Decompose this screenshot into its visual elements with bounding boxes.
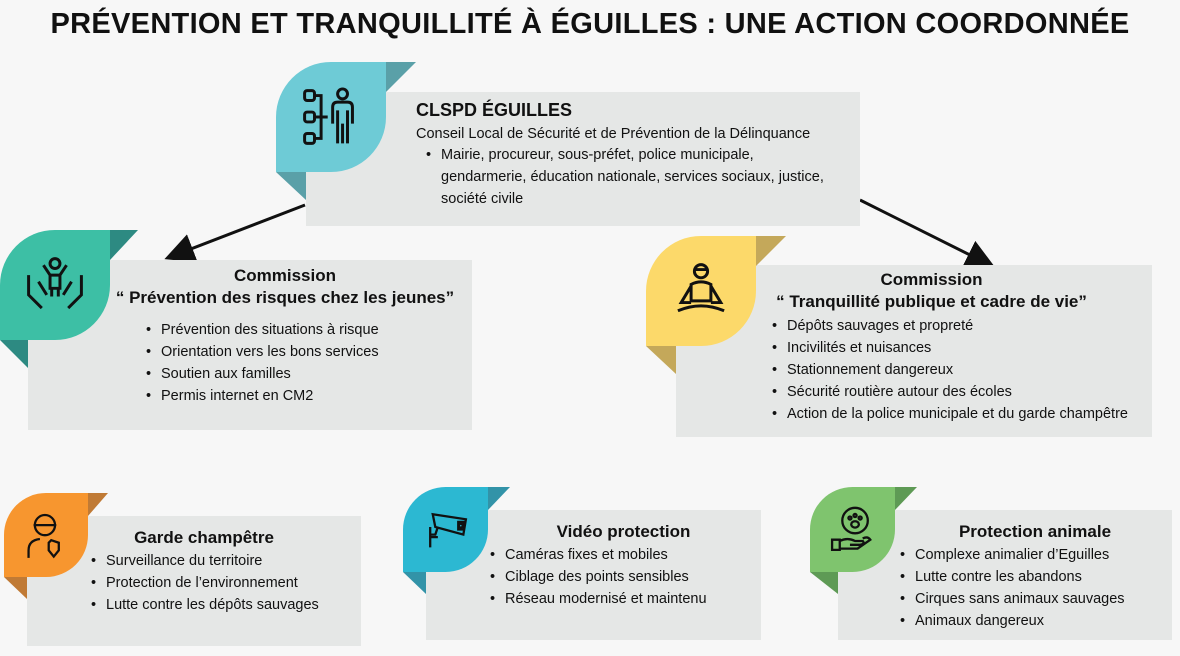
list-item: Cirques sans animaux sauvages — [900, 588, 1172, 610]
child-hands-icon — [0, 230, 110, 340]
clspd-title: CLSPD ÉGUILLES — [416, 100, 573, 120]
list-item: Prévention des situations à risque — [146, 319, 472, 341]
list-item: Ciblage des points sensibles — [490, 566, 761, 588]
list-item: Lutte contre les dépôts sauvages — [91, 594, 361, 616]
fold-top — [88, 493, 108, 516]
list-item: Incivilités et nuisances — [772, 337, 1152, 359]
fold-top — [110, 230, 138, 260]
jeunes-title: Commission — [233, 266, 337, 285]
camera-icon — [403, 487, 488, 572]
fold-bottom — [4, 577, 27, 599]
page-title: PRÉVENTION ET TRANQUILLITÉ À ÉGUILLES : … — [50, 8, 1130, 40]
fold-top — [895, 487, 917, 510]
garde-title: Garde champêtre — [134, 528, 274, 547]
list-item: Animaux dangereux — [900, 610, 1172, 632]
fold-bottom — [403, 572, 426, 594]
fold-bottom — [0, 340, 28, 368]
organization-person-icon — [276, 62, 386, 172]
list-item: Surveillance du territoire — [91, 550, 361, 572]
fold-top — [488, 487, 510, 510]
list-item: Soutien aux familles — [146, 363, 472, 385]
list-item: Stationnement dangereux — [772, 359, 1152, 381]
fold-bottom — [646, 346, 676, 374]
clspd-card: CLSPD ÉGUILLES Conseil Local de Sécurité… — [306, 92, 860, 226]
clspd-subtitle: Conseil Local de Sécurité et de Préventi… — [416, 126, 811, 142]
list-item: Permis internet en CM2 — [146, 385, 472, 407]
arrow-to-tranquillite — [859, 198, 996, 268]
fold-top — [386, 62, 416, 92]
fold-bottom — [810, 572, 838, 594]
tranquillite-subtitle: “ Tranquillité publique et cadre de vie” — [776, 292, 1087, 311]
paw-hand-icon — [810, 487, 895, 572]
list-item: Protection de l’environnement — [91, 572, 361, 594]
list-item: Complexe animalier d’Eguilles — [900, 544, 1172, 566]
fold-bottom — [276, 172, 306, 200]
arrow-to-jeunes — [164, 203, 306, 263]
list-item: Réseau modernisé et maintenu — [490, 588, 761, 610]
list-item: Sécurité routière autour des écoles — [772, 381, 1152, 403]
list-item: Lutte contre les abandons — [900, 566, 1172, 588]
tranquillite-title: Commission — [880, 270, 983, 289]
list-item: Action de la police municipale et du gar… — [772, 403, 1152, 425]
guard-icon — [4, 493, 88, 577]
animal-title: Protection animale — [958, 522, 1112, 541]
list-item: Caméras fixes et mobiles — [490, 544, 761, 566]
jeunes-subtitle: “ Prévention des risques chez les jeunes… — [115, 288, 455, 307]
list-item: Dépôts sauvages et propreté — [772, 315, 1152, 337]
video-title: Vidéo protection — [556, 522, 691, 541]
fold-top — [756, 236, 786, 266]
list-item: Orientation vers les bons services — [146, 341, 472, 363]
meditation-icon — [646, 236, 756, 346]
list-item: Mairie, procureur, sous-préfet, police m… — [426, 144, 826, 210]
